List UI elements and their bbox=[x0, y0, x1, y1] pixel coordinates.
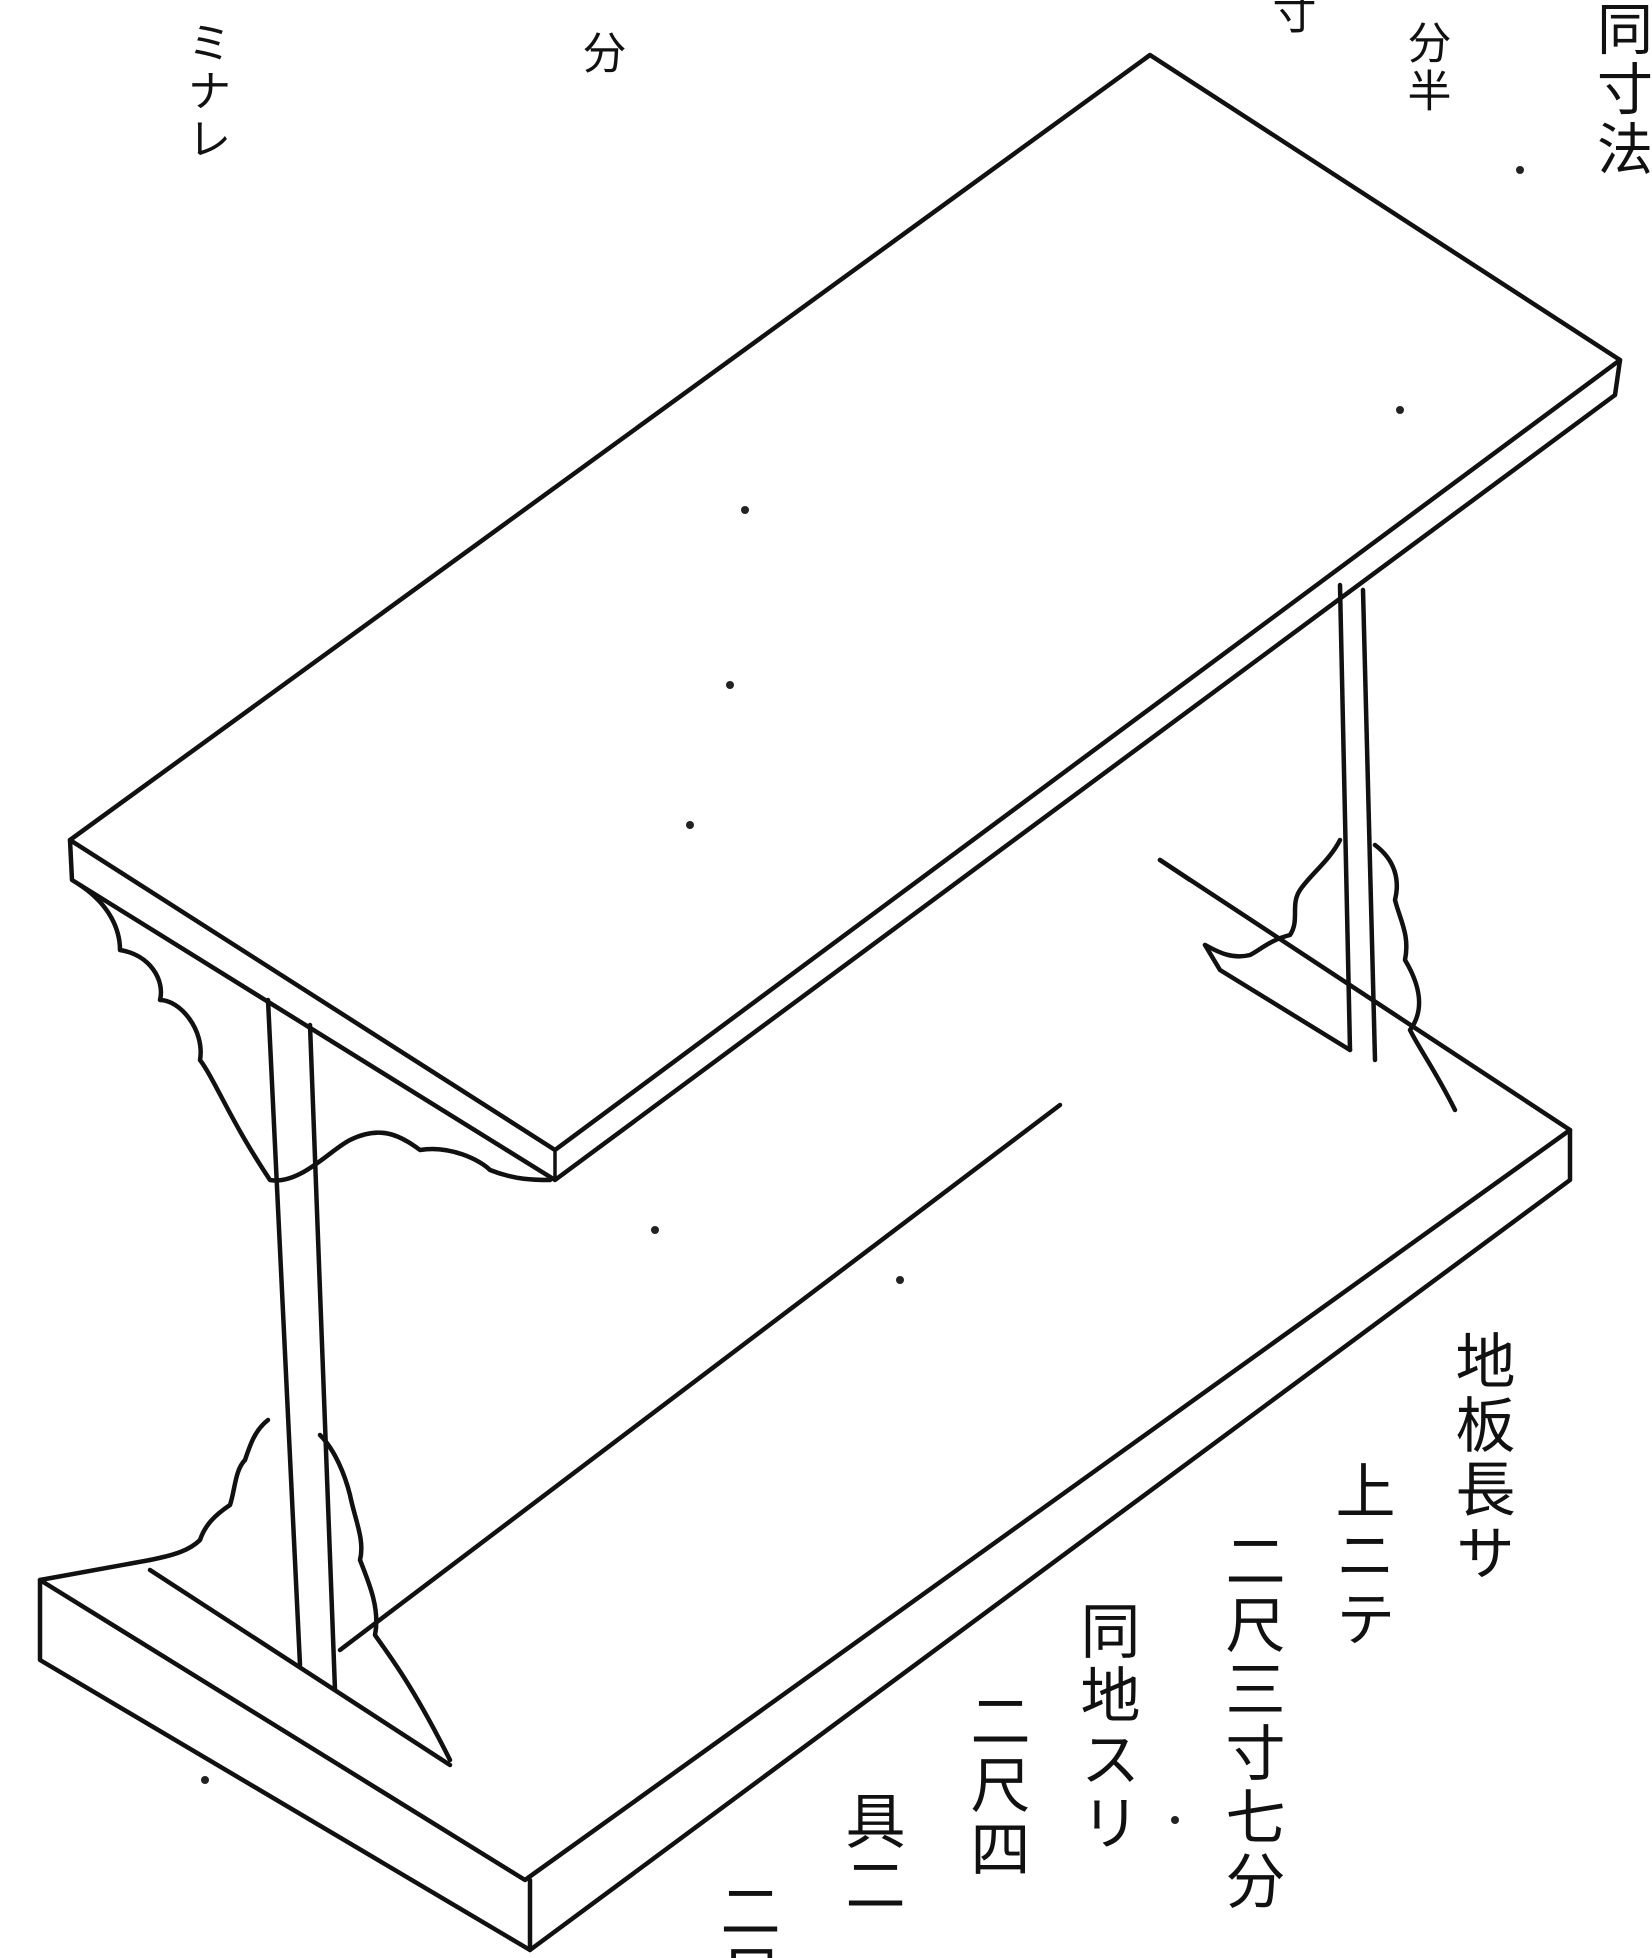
front-leg bbox=[265, 997, 338, 1693]
annotations: ミナレ 分 寸 分半 同寸法 地板長サ 上ニテ 二尺三寸七分 同地スリ 二尺四 … bbox=[180, 0, 1652, 1958]
top-board bbox=[67, 52, 1623, 1183]
annotation-top-mid: 寸 bbox=[1265, 0, 1316, 38]
annotation-right-col-1: 地板長サ bbox=[1445, 1330, 1515, 1586]
annotation-top-right-1: 分半 bbox=[1400, 20, 1451, 116]
scan-speckles bbox=[201, 166, 1524, 1824]
annotation-top-left-2: 分 bbox=[575, 30, 626, 78]
annotation-right-col-4: 同地スリ bbox=[1070, 1600, 1140, 1856]
annotation-right-col-6: 具二 bbox=[835, 1790, 905, 1918]
lower-bracket-front bbox=[147, 1417, 453, 1768]
lower-bracket-back bbox=[1202, 837, 1458, 1113]
upper-bracket-front bbox=[77, 882, 553, 1183]
back-leg bbox=[1337, 582, 1378, 1063]
bottom-board bbox=[37, 857, 1573, 1953]
annotation-right-col-2: 上ニテ bbox=[1325, 1460, 1395, 1652]
annotation-right-col-7: 二尺 bbox=[710, 1880, 780, 1958]
annotation-top-right-2: 同寸法 bbox=[1588, 0, 1652, 180]
annotation-right-col-5: 二尺四 bbox=[960, 1690, 1030, 1882]
annotation-right-col-3: 二尺三寸七分 bbox=[1215, 1530, 1285, 1914]
annotation-top-left-1: ミナレ bbox=[180, 20, 231, 164]
